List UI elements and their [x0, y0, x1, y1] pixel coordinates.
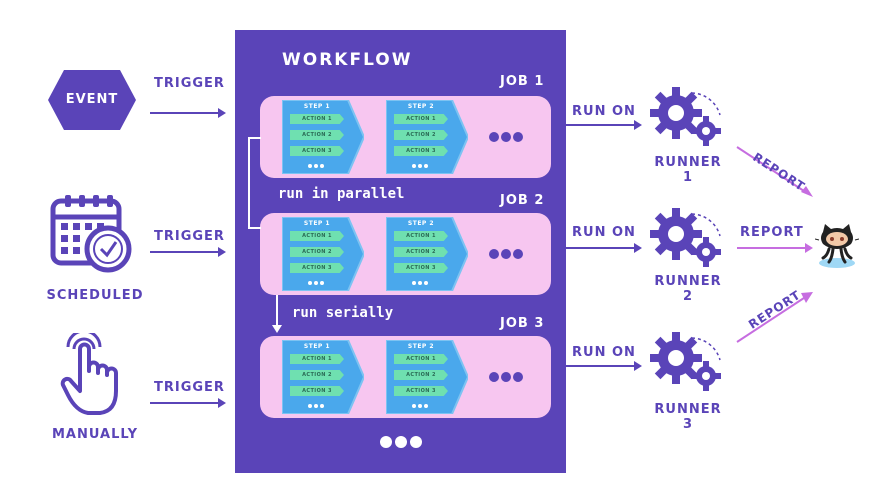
runner-2-gears-icon — [650, 208, 721, 267]
runner-3-label: RUNNER 3 — [654, 402, 722, 432]
action-pill: ACTION 3 — [290, 386, 344, 396]
job-3-step-1: STEP 1 ACTION 1 ACTION 2 ACTION 3 — [282, 340, 364, 414]
serial-arrow — [272, 295, 282, 333]
dot — [418, 404, 422, 408]
run-on-arrow-3 — [560, 361, 642, 371]
hand-pointer-icon — [60, 333, 118, 415]
run-on-label-2: RUN ON — [572, 225, 636, 240]
step-more-dots — [308, 164, 328, 169]
action-pill: ACTION 3 — [394, 263, 448, 273]
scheduled-label: SCHEDULED — [46, 288, 144, 303]
step-more-dots — [412, 404, 432, 409]
action-pill: ACTION 2 — [290, 370, 344, 380]
action-pill: ACTION 2 — [394, 247, 448, 257]
trigger-arrow-1 — [150, 108, 226, 118]
action-pill: ACTION 3 — [394, 146, 448, 156]
trigger-label-3: TRIGGER — [154, 380, 225, 395]
job-2-title: JOB 2 — [500, 193, 545, 208]
workflow-title: WORKFLOW — [282, 50, 413, 70]
runner-1-label: RUNNER 1 — [654, 155, 722, 185]
dot — [314, 164, 318, 168]
dot — [424, 404, 428, 408]
job-2-step-2: STEP 2 ACTION 1 ACTION 2 ACTION 3 — [386, 217, 468, 291]
step-title: STEP 1 — [303, 103, 331, 110]
action-pill: ACTION 3 — [290, 146, 344, 156]
runner-3-gears-icon — [650, 332, 721, 391]
dot — [308, 281, 312, 285]
run-on-arrow-2 — [560, 243, 642, 253]
action-pill: ACTION 3 — [394, 386, 448, 396]
event-label: EVENT — [65, 92, 119, 107]
manually-label: MANUALLY — [51, 427, 139, 442]
dot — [320, 404, 324, 408]
dot — [314, 404, 318, 408]
dot — [320, 281, 324, 285]
dot — [308, 404, 312, 408]
action-pill: ACTION 2 — [290, 247, 344, 257]
report-arrow-2 — [737, 243, 813, 253]
step-more-dots — [308, 404, 328, 409]
parallel-connector — [248, 137, 261, 229]
step-title: STEP 2 — [407, 343, 435, 350]
step-more-dots — [308, 281, 328, 286]
step-title: STEP 1 — [303, 220, 331, 227]
action-pill: ACTION 1 — [394, 354, 448, 364]
dot — [320, 164, 324, 168]
run-on-arrow-1 — [560, 120, 642, 130]
workflow-more-dots — [380, 436, 422, 448]
dot — [424, 164, 428, 168]
report-arrow-1 — [736, 146, 813, 197]
job-2-step-1: STEP 1 ACTION 1 ACTION 2 ACTION 3 — [282, 217, 364, 291]
step-more-dots — [412, 281, 432, 286]
serial-note: run serially — [292, 305, 394, 321]
job-3-step-2: STEP 2 ACTION 1 ACTION 2 ACTION 3 — [386, 340, 468, 414]
event-hexagon-icon — [48, 70, 136, 130]
step-more-dots — [412, 164, 432, 169]
job-3-more-dots — [489, 372, 523, 382]
dot — [418, 164, 422, 168]
dot — [412, 164, 416, 168]
action-pill: ACTION 3 — [290, 263, 344, 273]
action-pill: ACTION 2 — [290, 130, 344, 140]
dot — [424, 281, 428, 285]
report-label-2: REPORT — [740, 225, 804, 240]
octocat-icon — [815, 224, 859, 268]
runner-2-label: RUNNER 2 — [654, 274, 722, 304]
runner-1-gears-icon — [650, 87, 721, 146]
parallel-note: run in parallel — [278, 186, 405, 202]
dot — [412, 404, 416, 408]
run-on-label-1: RUN ON — [572, 104, 636, 119]
job-3-title: JOB 3 — [500, 316, 545, 331]
action-pill: ACTION 1 — [290, 354, 344, 364]
trigger-arrow-2 — [150, 247, 226, 257]
job-1-more-dots — [489, 132, 523, 142]
calendar-clock-icon — [50, 195, 132, 273]
dot — [418, 281, 422, 285]
action-pill: ACTION 1 — [290, 231, 344, 241]
action-pill: ACTION 1 — [394, 231, 448, 241]
trigger-label-2: TRIGGER — [154, 229, 225, 244]
dot — [308, 164, 312, 168]
trigger-label-1: TRIGGER — [154, 76, 225, 91]
action-pill: ACTION 1 — [394, 114, 448, 124]
action-pill: ACTION 2 — [394, 130, 448, 140]
job-1-step-2: STEP 2 ACTION 1 ACTION 2 ACTION 3 — [386, 100, 468, 174]
action-pill: ACTION 2 — [394, 370, 448, 380]
job-1-title: JOB 1 — [500, 74, 545, 89]
action-pill: ACTION 1 — [290, 114, 344, 124]
step-title: STEP 2 — [407, 220, 435, 227]
trigger-arrow-3 — [150, 398, 226, 408]
step-title: STEP 1 — [303, 343, 331, 350]
dot — [314, 281, 318, 285]
report-arrow-3 — [736, 292, 813, 343]
job-1-step-1: STEP 1 ACTION 1 ACTION 2 ACTION 3 — [282, 100, 364, 174]
step-title: STEP 2 — [407, 103, 435, 110]
run-on-label-3: RUN ON — [572, 345, 636, 360]
dot — [412, 281, 416, 285]
job-2-more-dots — [489, 249, 523, 259]
